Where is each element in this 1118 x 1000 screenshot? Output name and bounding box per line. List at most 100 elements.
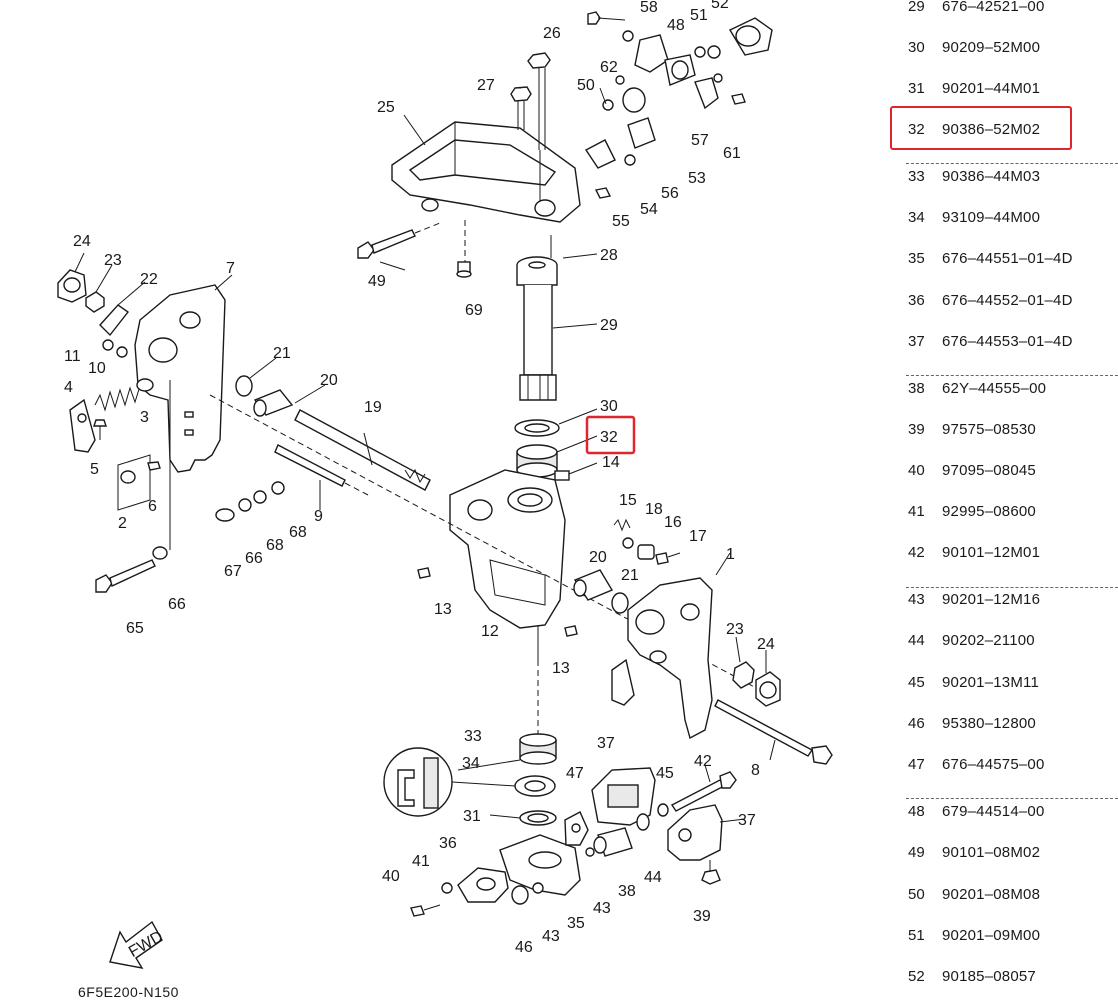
nut-23-right bbox=[732, 661, 755, 689]
callout-13-a: 13 bbox=[434, 601, 452, 618]
callout-44: 44 bbox=[644, 869, 662, 886]
part-ref-number: 48 bbox=[908, 802, 925, 820]
part-ref-number: 31 bbox=[908, 79, 925, 97]
washer-41 bbox=[441, 882, 453, 894]
parts-row-40: 40 97095–08045 bbox=[908, 458, 1036, 482]
parts-row-33: 33 90386–44M03 bbox=[908, 164, 1040, 188]
part-ref-number: 51 bbox=[908, 926, 925, 944]
callout-22: 22 bbox=[140, 271, 158, 288]
part-number: 676–44575–00 bbox=[942, 755, 1045, 773]
part-ref-number: 29 bbox=[908, 0, 925, 15]
part-number: 97095–08045 bbox=[942, 461, 1036, 479]
spring-3 bbox=[94, 378, 154, 412]
plug-46 bbox=[511, 885, 529, 905]
part-number: 90209–52M00 bbox=[942, 38, 1041, 56]
nut-68-b bbox=[271, 481, 285, 495]
part-number: 90201–13M11 bbox=[942, 673, 1040, 691]
callout-66-b: 66 bbox=[245, 550, 263, 567]
bushing-20-left bbox=[253, 389, 294, 417]
bolt-42 bbox=[670, 771, 737, 812]
callout-7: 7 bbox=[226, 260, 235, 277]
callout-8: 8 bbox=[751, 762, 760, 779]
part-number: 676–44553–01–4D bbox=[942, 332, 1073, 350]
part-number: 676–44552–01–4D bbox=[942, 291, 1073, 309]
callout-33: 33 bbox=[464, 728, 482, 745]
bolt-27 bbox=[510, 86, 532, 130]
part-ref-number: 39 bbox=[908, 420, 925, 438]
callout-12: 12 bbox=[481, 623, 499, 640]
callout-36: 36 bbox=[439, 835, 457, 852]
callout-37-b: 37 bbox=[738, 812, 756, 829]
part-number: 90201–09M00 bbox=[942, 926, 1041, 944]
part-number: 679–44514–00 bbox=[942, 802, 1045, 820]
part-number: 90386–44M03 bbox=[942, 167, 1041, 185]
callout-38: 38 bbox=[618, 883, 636, 900]
callout-62: 62 bbox=[600, 59, 618, 76]
callout-34: 34 bbox=[462, 755, 480, 772]
spring-15 bbox=[613, 518, 631, 532]
parts-row-45: 45 90201–13M11 bbox=[908, 670, 1039, 694]
callout-43-a: 43 bbox=[542, 928, 560, 945]
part-ref-number: 30 bbox=[908, 38, 925, 56]
part-ref-number: 33 bbox=[908, 167, 925, 185]
part-number: 93109–44M00 bbox=[942, 208, 1041, 226]
washer-21-right bbox=[611, 592, 629, 614]
washer-21-left bbox=[235, 375, 253, 397]
callout-19: 19 bbox=[364, 399, 382, 416]
bracket-35-36 bbox=[457, 834, 581, 903]
callout-24-a: 24 bbox=[73, 233, 91, 250]
part-number: 676–42521–00 bbox=[942, 0, 1045, 15]
callout-29: 29 bbox=[600, 317, 618, 334]
part-ref-number: 36 bbox=[908, 291, 925, 309]
washer-45 bbox=[657, 803, 669, 817]
callout-20-b: 20 bbox=[589, 549, 607, 566]
nut-24 bbox=[57, 269, 87, 303]
cover-37-left bbox=[591, 767, 656, 826]
callout-21-a: 21 bbox=[273, 345, 291, 362]
nut-68-a bbox=[253, 490, 267, 504]
part-47 bbox=[564, 811, 589, 846]
callout-58: 58 bbox=[640, 0, 658, 16]
callout-42: 42 bbox=[694, 753, 712, 770]
callout-11: 11 bbox=[64, 348, 81, 365]
screw-6 bbox=[147, 461, 161, 471]
part-ref-number: 38 bbox=[908, 379, 925, 397]
parts-row-29: 29 676–42521–00 bbox=[908, 0, 1045, 18]
callout-27: 27 bbox=[477, 77, 495, 94]
part-number: 95380–12800 bbox=[942, 714, 1036, 732]
part-ref-number: 45 bbox=[908, 673, 925, 691]
part-number: 92995–08600 bbox=[942, 502, 1036, 520]
fwd-arrow: FWD bbox=[109, 920, 166, 969]
part-ref-number: 35 bbox=[908, 249, 925, 267]
part-ref-number: 50 bbox=[908, 885, 925, 903]
washer-67 bbox=[215, 508, 235, 522]
callout-24-b: 24 bbox=[757, 636, 775, 653]
callout-49: 49 bbox=[368, 273, 386, 290]
row-group-separator bbox=[906, 798, 1118, 799]
callout-23-b: 23 bbox=[726, 621, 744, 638]
part-number: 90202–21100 bbox=[942, 631, 1035, 649]
bushing-16 bbox=[637, 544, 655, 560]
part-ref-number: 40 bbox=[908, 461, 925, 479]
washer-43-a bbox=[532, 882, 544, 894]
screw-69 bbox=[456, 220, 472, 278]
callout-47: 47 bbox=[566, 765, 584, 782]
cover-37-right bbox=[667, 804, 723, 861]
part-ref-number: 32 bbox=[908, 120, 925, 138]
nut-11 bbox=[102, 339, 114, 351]
callout-39: 39 bbox=[693, 908, 711, 925]
part-number: 90101–12M01 bbox=[942, 543, 1041, 561]
bushing-32 bbox=[516, 444, 558, 478]
part-number: 90201–12M16 bbox=[942, 590, 1041, 608]
bolt-40 bbox=[410, 904, 441, 917]
